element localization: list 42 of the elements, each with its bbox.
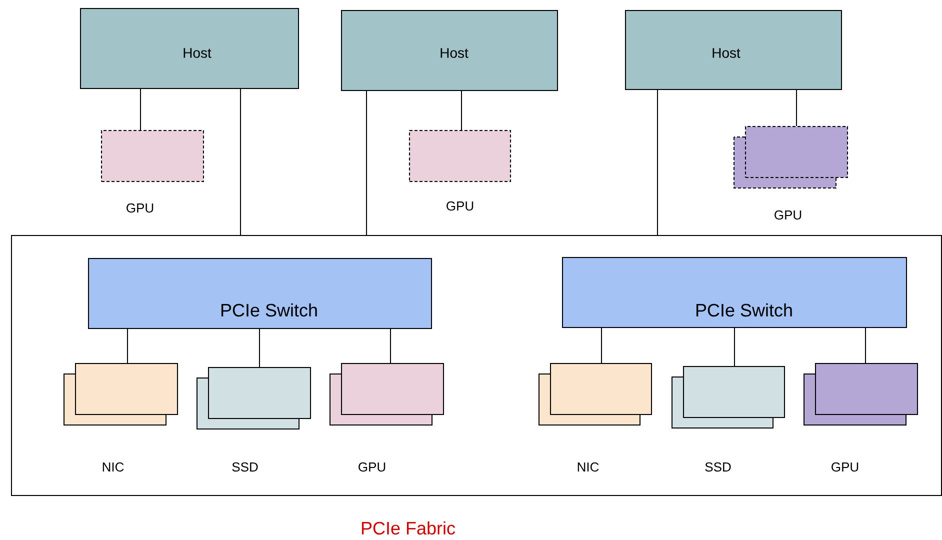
fabric-title: PCIe Fabric <box>362 521 456 535</box>
connector-line <box>601 328 602 364</box>
connector-line <box>734 328 735 366</box>
connector-line <box>366 90 367 236</box>
connector-line <box>865 328 866 364</box>
device-card <box>101 130 204 182</box>
connector-line <box>657 90 658 236</box>
device-label: GPU <box>774 210 802 220</box>
device-label: SSD <box>232 462 258 472</box>
switch-box <box>88 258 432 329</box>
box-label: Host <box>184 48 212 58</box>
device-label: GPU <box>358 462 386 472</box>
device-card <box>538 363 652 426</box>
host-box <box>341 10 558 91</box>
connector-line <box>127 328 128 364</box>
connector-line <box>240 88 241 236</box>
device-card <box>804 363 918 426</box>
box-label: PCIe Switch <box>221 303 317 317</box>
device-label: NIC <box>102 462 124 472</box>
device-card <box>196 367 311 430</box>
device-card <box>330 363 444 426</box>
box-label: Host <box>440 48 468 58</box>
fabric-frame <box>11 235 942 496</box>
connector-line <box>461 90 462 130</box>
device-card <box>672 366 785 428</box>
connector-line <box>140 88 141 130</box>
device-card <box>734 126 848 188</box>
host-box <box>625 10 842 90</box>
device-label: NIC <box>578 462 599 472</box>
connector-line <box>390 328 391 364</box>
device-label: GPU <box>832 462 858 472</box>
host-box <box>80 8 299 89</box>
device-label: SSD <box>705 462 731 472</box>
device-label: GPU <box>126 203 154 213</box>
device-card <box>64 363 178 426</box>
connector-line <box>259 328 260 368</box>
box-label: PCIe Switch <box>696 303 792 317</box>
box-label: Host <box>712 48 740 58</box>
switch-box <box>562 257 907 328</box>
device-card <box>409 130 511 182</box>
connector-line <box>796 90 797 126</box>
device-label: GPU <box>446 201 474 211</box>
